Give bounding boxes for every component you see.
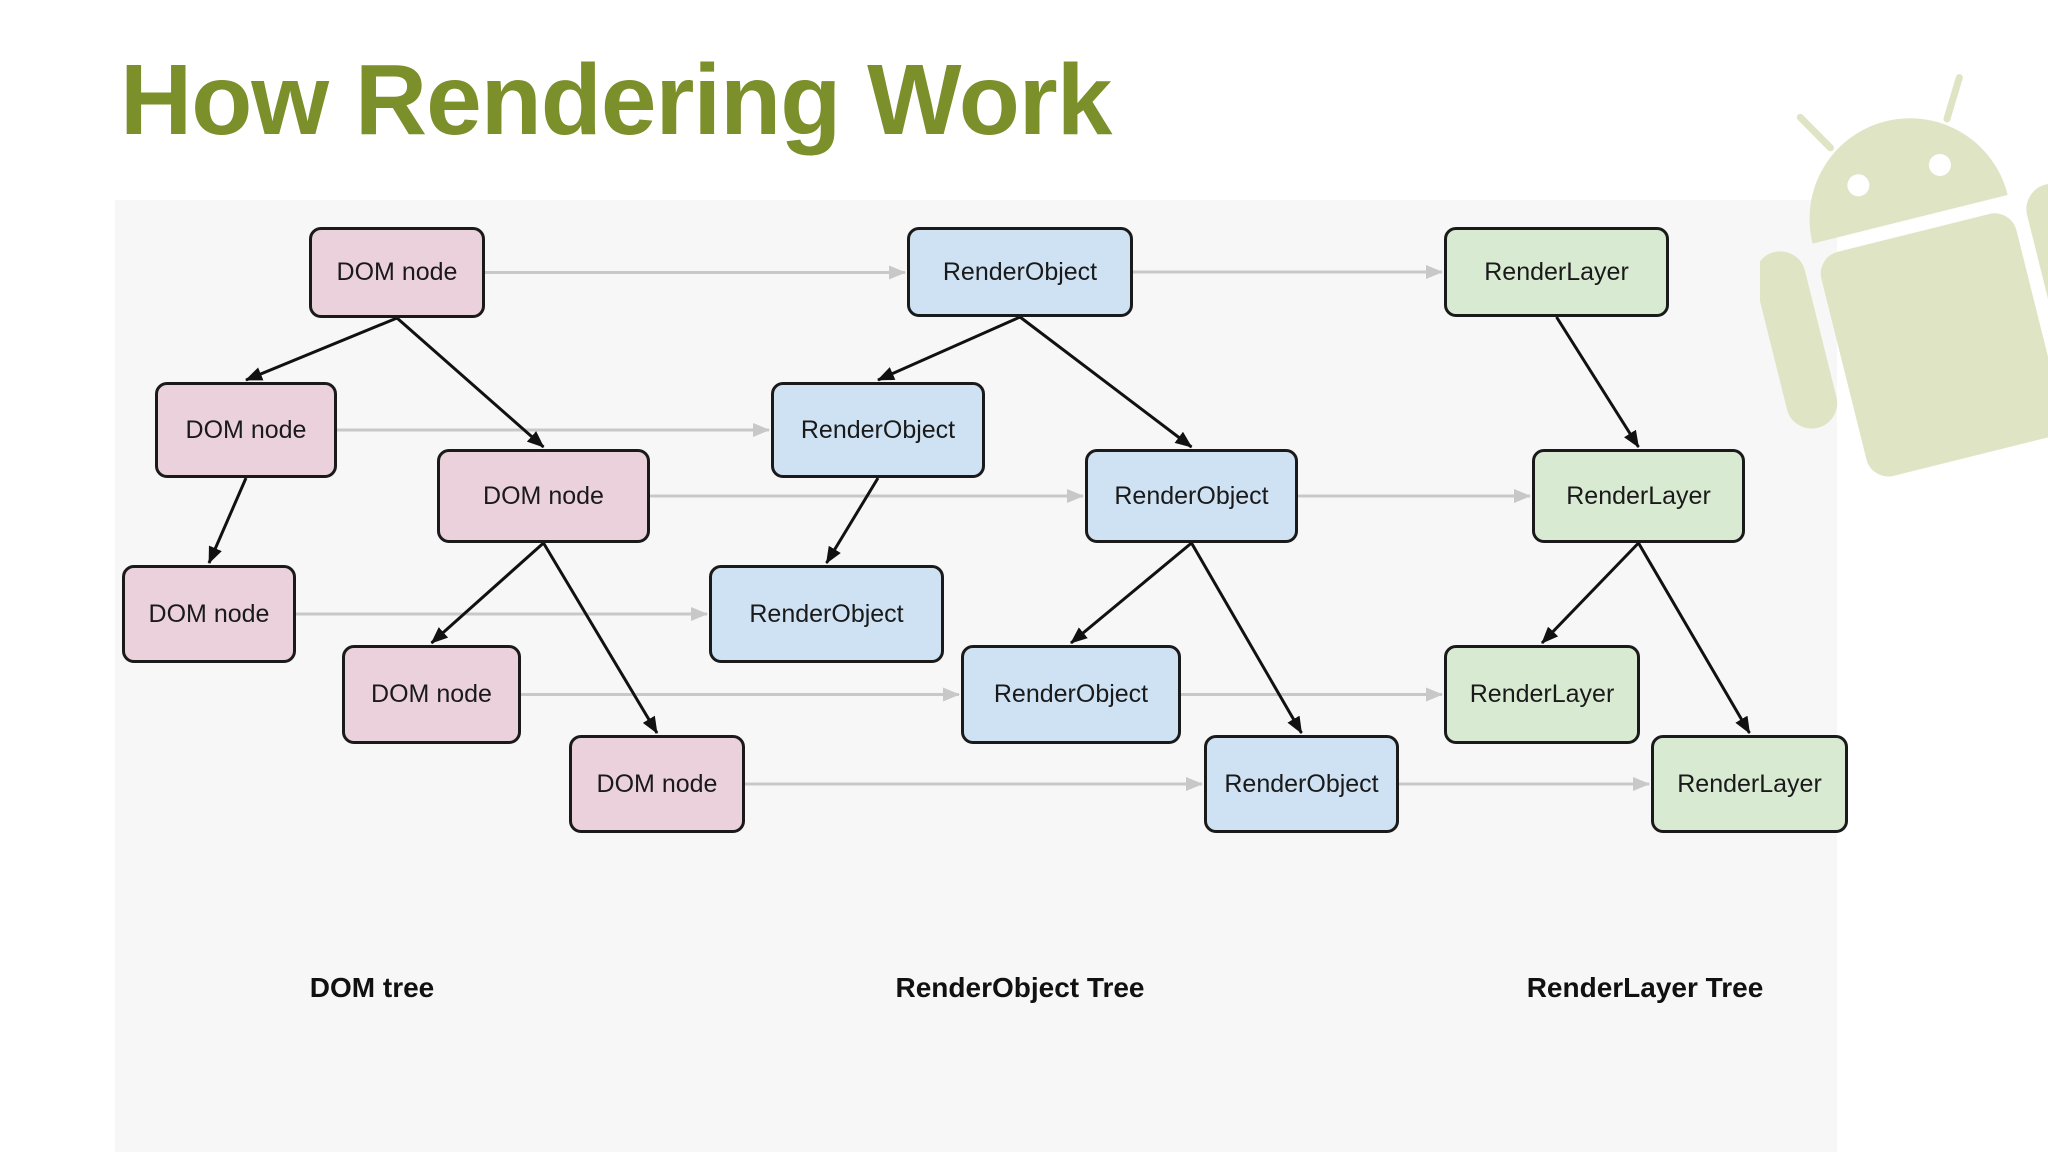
tree-arrow (1555, 316, 1640, 448)
dom-node: DOM node (122, 565, 296, 663)
dom-node: DOM node (342, 645, 521, 744)
tree-arrow (207, 477, 248, 564)
tree-arrow (245, 316, 398, 382)
renderobject-node: RenderObject (907, 227, 1133, 317)
renderobject-tree-label: RenderObject Tree (895, 972, 1145, 1003)
renderlayer-node: RenderLayer (1444, 645, 1640, 744)
tree-arrow (1070, 541, 1193, 645)
tree-arrow (430, 541, 545, 645)
dom-node: DOM node (155, 382, 337, 478)
dom-node: DOM node (309, 227, 485, 318)
tree-arrow (1637, 542, 1751, 734)
renderobject-node: RenderObject (1085, 449, 1298, 543)
renderlayer-node: RenderLayer (1444, 227, 1669, 317)
slide-title: How Rendering Work (120, 44, 1112, 156)
tree-arrow (542, 542, 659, 734)
android-robot-icon (1760, 74, 2048, 477)
tree-arrow (825, 477, 880, 564)
tree-arrow (1019, 315, 1193, 449)
dom-tree-label: DOM tree (309, 972, 435, 1003)
renderlayer-node: RenderLayer (1651, 735, 1848, 833)
dom-node: DOM node (569, 735, 745, 833)
dom-node: DOM node (437, 449, 650, 543)
renderobject-node: RenderObject (961, 645, 1181, 744)
tree-arrow (1190, 542, 1303, 734)
renderobject-node: RenderObject (709, 565, 944, 663)
tree-arrow (1540, 541, 1640, 645)
tree-arrow (877, 315, 1021, 382)
renderobject-node: RenderObject (1204, 735, 1399, 833)
tree-arrow (396, 316, 545, 449)
renderlayer-node: RenderLayer (1532, 449, 1745, 543)
renderobject-node: RenderObject (771, 382, 985, 478)
renderlayer-tree-label: RenderLayer Tree (1526, 972, 1764, 1003)
